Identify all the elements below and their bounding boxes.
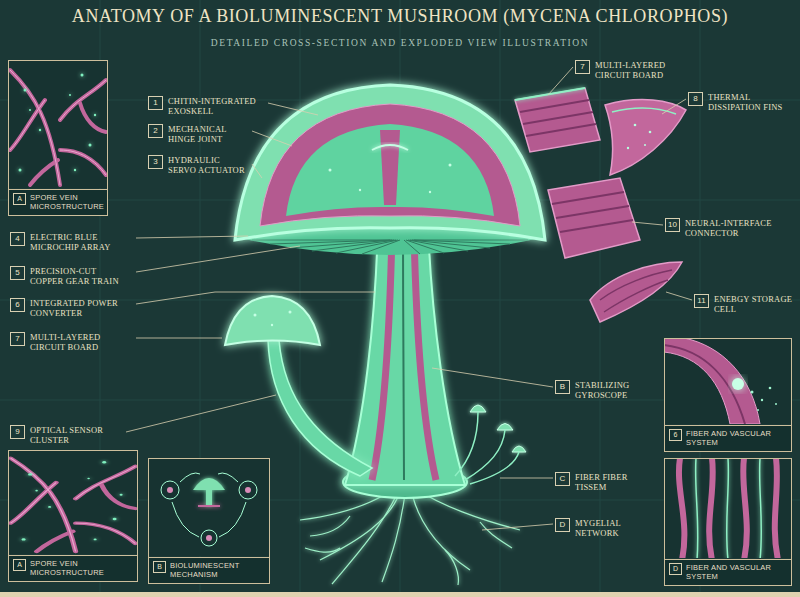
inset-letter: D (669, 563, 682, 575)
inset-art-fiber (664, 458, 792, 558)
part-name: THERMAL DISSIPATION FINS (708, 92, 792, 112)
callout-box: 5PRECISION-CUT COPPER GEAR TRAIN (10, 266, 25, 280)
inset-art-fiber (664, 338, 792, 424)
callout-box: 8THERMAL DISSIPATION FINS (688, 92, 703, 106)
part-name: MYGELIAL NETWORK (575, 518, 660, 538)
inset-letter: 6 (669, 429, 682, 441)
inset-caption: SPORE VEIN MICROSTRUCTURE (30, 193, 104, 212)
exploded-pieces (515, 88, 686, 322)
callout-number: D (560, 520, 566, 529)
inset-letter: A (13, 193, 26, 205)
inset-caption-bar: D FIBER AND VASCULAR SYSTEM (665, 559, 791, 585)
callout-number: 6 (15, 300, 19, 309)
callout-number: 10 (668, 220, 677, 229)
part-name-text: MULTI-LAYERED CIRCUIT BOARD (30, 332, 100, 352)
part-name-text: THERMAL DISSIPATION FINS (708, 92, 782, 112)
diagram-title: ANATOMY OF A BIOLUMINESCENT MUSHROOM (MY… (0, 6, 800, 27)
part-name: MULTI-LAYERED CIRCUIT BOARD (30, 332, 130, 352)
callout-number: 7 (580, 62, 584, 71)
inset-caption-bar: 6 FIBER AND VASCULAR SYSTEM (665, 425, 791, 451)
callout-box: 6INTEGRATED POWER CONVERTER (10, 298, 25, 312)
inset-caption: BIOLUMINESCENT MECHANISM (170, 561, 265, 580)
diagram-subtitle: DETAILED CROSS-SECTION AND EXPLODED VIEW… (0, 38, 800, 48)
callout-box: 7MULTI-LAYERED CIRCUIT BOARD (10, 332, 25, 346)
callout-number: 4 (15, 234, 19, 243)
part-name-text: MULTI-LAYERED CIRCUIT BOARD (595, 60, 665, 80)
mushroom-body (225, 85, 545, 585)
callout-box: 10NEURAL-INTERFACE CONNECTOR (665, 218, 680, 232)
leader-lines (126, 67, 692, 530)
part-name-text: ENEBGY STORAGE CELL (714, 294, 792, 314)
part-name-text: MYGELIAL NETWORK (575, 518, 621, 538)
inset-panel: B BIOLUMINESCENT MECHANISM (148, 458, 270, 584)
inset-letter: B (153, 561, 166, 573)
part-name-text: HYDRAULIC SERVO ACTUATOR (168, 155, 245, 175)
part-name: MULTI-LAYERED CIRCUIT BOARD (595, 60, 690, 80)
part-name-text: FIBER FIBER TISSEM (575, 472, 628, 492)
callout-box: 9OPTICAL SENSOR CLUSTER (10, 425, 25, 439)
callout-box: 7MULTI-LAYERED CIRCUIT BOARD (575, 60, 590, 74)
callout-number: 8 (693, 94, 697, 103)
part-name: MECHANICAL HINGE JOINT (168, 124, 248, 144)
callout-number: 3 (153, 157, 157, 166)
part-name: INTEGRATED POWER CONVERTER (30, 298, 130, 318)
callout-box: 4ELECTRIC BLUE MICROCHIP ARRAY (10, 232, 25, 246)
inset-art-veins (8, 450, 138, 554)
callout-box: 11ENEBGY STORAGE CELL (694, 294, 709, 308)
inset-panel: A SPORE VEIN MICROSTRUCTURE (8, 60, 108, 216)
part-name-text: ELECTRIC BLUE MICROCHIP ARRAY (30, 232, 111, 252)
callout-number: 5 (15, 268, 19, 277)
callout-box: DMYGELIAL NETWORK (555, 518, 570, 532)
part-name-text: INTEGRATED POWER CONVERTER (30, 298, 118, 318)
part-name: NEURAL-INTERFACE CONNECTOR (685, 218, 793, 238)
callout-number: B (560, 382, 565, 391)
inset-caption-bar: A SPORE VEIN MICROSTRUCTURE (9, 189, 107, 215)
part-name-text: STABILIZING GYROSCOPE (575, 380, 629, 400)
inset-panel: D FIBER AND VASCULAR SYSTEM (664, 458, 792, 586)
callout-number: 7 (15, 334, 19, 343)
part-name-text: PRECISION-CUT COPPER GEAR TRAIN (30, 266, 119, 286)
part-name-text: MECHANICAL HINGE JOINT (168, 124, 226, 144)
inset-caption-bar: A SPORE VEIN MICROSTRUCTURE (9, 555, 137, 581)
inset-caption: FIBER AND VASCULAR SYSTEM (686, 563, 787, 582)
callout-box: 1CHITIN-INTEGRATED EXOSKELL (148, 96, 163, 110)
callout-box: BSTABILIZING GYROSCOPE (555, 380, 570, 394)
inset-letter: A (13, 559, 26, 571)
callout-box: 2MECHANICAL HINGE JOINT (148, 124, 163, 138)
inset-caption: SPORE VEIN MICROSTRUCTURE (30, 559, 133, 578)
part-name: STABILIZING GYROSCOPE (575, 380, 660, 400)
inset-art-veins (8, 60, 108, 188)
part-name: CHITIN-INTEGRATED EXOSKELL (168, 96, 263, 116)
part-name: PRECISION-CUT COPPER GEAR TRAIN (30, 266, 130, 286)
callout-number: 11 (697, 296, 705, 305)
callout-number: 1 (153, 98, 157, 107)
callout-number: 2 (153, 126, 157, 135)
part-name: FIBER FIBER TISSEM (575, 472, 660, 492)
part-name: HYDRAULIC SERVO ACTUATOR (168, 155, 248, 175)
callout-box: CFIBER FIBER TISSEM (555, 472, 570, 486)
callout-number: C (560, 474, 566, 483)
inset-art-mechanism (148, 458, 270, 556)
callout-number: 9 (15, 427, 19, 436)
part-name: ENEBGY STORAGE CELL (714, 294, 796, 314)
paper-edge (0, 592, 800, 597)
inset-caption-bar: B BIOLUMINESCENT MECHANISM (149, 557, 269, 583)
inset-caption: FIBER AND VASCULAR SYSTEM (686, 429, 787, 448)
part-name-text: NEURAL-INTERFACE CONNECTOR (685, 218, 772, 238)
callout-box: 3HYDRAULIC SERVO ACTUATOR (148, 155, 163, 169)
inset-panel: A SPORE VEIN MICROSTRUCTURE (8, 450, 138, 582)
inset-panel: 6 FIBER AND VASCULAR SYSTEM (664, 338, 792, 452)
part-name-text: CHITIN-INTEGRATED EXOSKELL (168, 96, 256, 116)
part-name: OPTICAL SENSOR CLUSTER (30, 425, 120, 445)
part-name: ELECTRIC BLUE MICROCHIP ARRAY (30, 232, 130, 252)
part-name-text: OPTICAL SENSOR CLUSTER (30, 425, 103, 445)
